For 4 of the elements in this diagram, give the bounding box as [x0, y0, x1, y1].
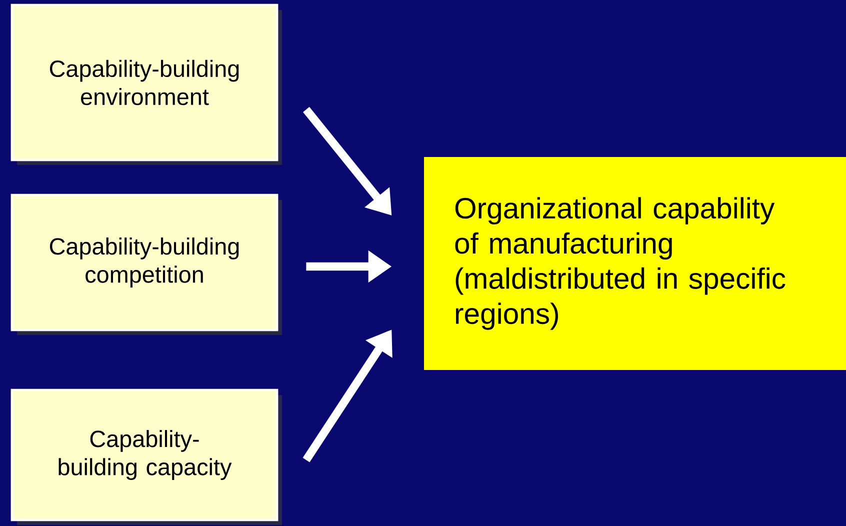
factor-box: Capability-building competition [10, 194, 278, 332]
factor-box: Capability-building environment [10, 4, 278, 162]
factor-box: Capability-building capacity [10, 388, 278, 522]
outcome-box: Organizational capability of manufacturing (maldistributed in specific regions) [424, 157, 846, 370]
